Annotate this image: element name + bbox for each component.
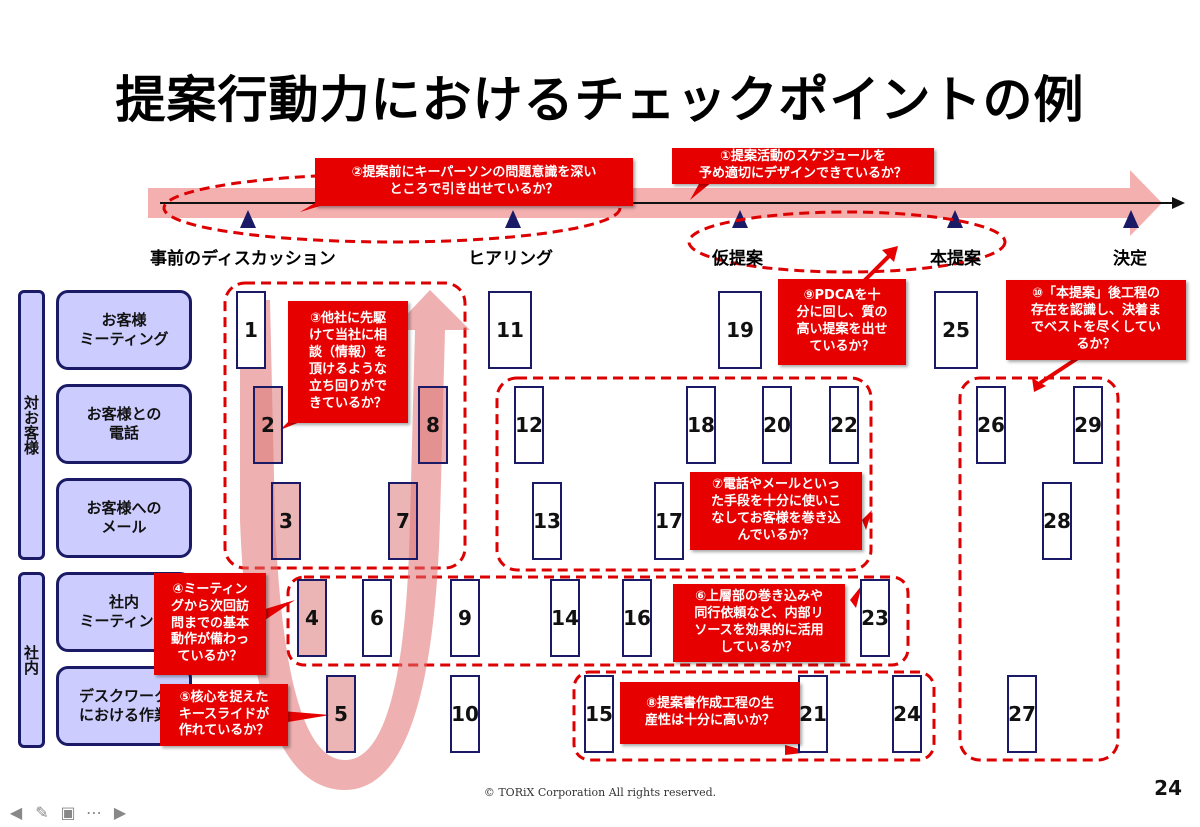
step-cell-16: 16 — [622, 579, 652, 657]
step-cell-11: 11 — [488, 291, 532, 369]
phase-marker-1 — [240, 210, 256, 228]
dashed-box-early-customer — [223, 281, 467, 570]
cycle-arrow-shape — [240, 290, 470, 790]
slide-navigation: ◀ ✎ ▣ ⋯ ▶ — [6, 802, 130, 822]
pen-icon[interactable]: ✎ — [35, 802, 49, 822]
step-cell-3: 3 — [271, 482, 301, 560]
phase-marker-2 — [505, 210, 521, 228]
phase-label-tentative: 仮提案 — [712, 249, 763, 269]
callout-3: ③他社に先駆 けて当社に相 談（情報）を 頂けるような 立ち回りがで きているか… — [288, 301, 408, 423]
callout-2: ②提案前にキーパーソンの問題意識を深い ところで引き出せているか？ — [315, 158, 633, 206]
step-cell-27: 27 — [1007, 675, 1037, 753]
page-title: 提案行動力におけるチェックポイントの例 — [115, 71, 1085, 129]
callout-6: ⑥上層部の巻き込みや 同行依頼など、内部リ ソースを効果的に活用 しているか？ — [673, 584, 845, 662]
callout-1: ①提案活動のスケジュールを 予め適切にデザインできているか？ — [672, 148, 934, 184]
callout-9: ⑨PDCAを十 分に回し、質の 高い提案を出せ ているか？ — [778, 279, 906, 365]
step-cell-8: 8 — [418, 386, 448, 464]
callout-pointer-9-head — [882, 246, 898, 262]
step-cell-19: 19 — [718, 291, 762, 369]
arrow-left-icon[interactable]: ◀ — [9, 802, 23, 822]
callout-5: ⑤核心を捉えた キースライドが 作れているか？ — [160, 684, 288, 746]
callout-pointer-1 — [690, 182, 712, 200]
step-cell-13: 13 — [532, 482, 562, 560]
step-cell-18: 18 — [686, 386, 716, 464]
callout-4: ④ミーティン グから次回訪 問までの基本 動作が備わっ ているか？ — [154, 573, 266, 675]
phase-label-decision: 決定 — [1113, 249, 1147, 269]
step-cell-10: 10 — [450, 675, 480, 753]
dashed-box-internal-meeting — [286, 575, 910, 667]
step-cell-24: 24 — [892, 675, 922, 753]
arrow-right-icon[interactable]: ▶ — [113, 802, 127, 822]
step-cell-1: 1 — [236, 291, 266, 369]
callout-pointer-4 — [262, 600, 295, 622]
callout-pointer-6 — [850, 585, 862, 608]
group-label-internal: 社内 — [18, 572, 45, 748]
step-cell-28: 28 — [1042, 482, 1072, 560]
step-cell-4: 4 — [297, 579, 327, 657]
phase-marker-5 — [1123, 210, 1139, 228]
group-label-customer: 対お客様 — [18, 290, 45, 560]
step-cell-17: 17 — [654, 482, 684, 560]
callout-pointer-7 — [862, 510, 872, 530]
copyright-text: © TORiX Corporation All rights reserved. — [483, 786, 717, 799]
slides-icon[interactable]: ▣ — [60, 802, 76, 822]
phase-label-final: 本提案 — [930, 249, 981, 269]
step-cell-7: 7 — [388, 482, 418, 560]
timeline-axis-arrowhead — [1172, 197, 1185, 209]
phase-label-hearing: ヒアリング — [468, 249, 553, 269]
dashed-box-desk-work — [572, 670, 936, 762]
row-label-customer-meeting: お客様 ミーティング — [56, 290, 192, 370]
step-cell-26: 26 — [976, 386, 1006, 464]
step-cell-15: 15 — [584, 675, 614, 753]
step-cell-2: 2 — [253, 386, 283, 464]
callout-10: ⑩「本提案」後工程の 存在を認識し、決着ま でベストを尽くしてい るか？ — [1006, 280, 1186, 360]
step-cell-29: 29 — [1073, 386, 1103, 464]
callout-pointer-10-head — [1032, 378, 1046, 392]
step-cell-6: 6 — [362, 579, 392, 657]
step-cell-25: 25 — [934, 291, 978, 369]
row-label-customer-phone: お客様との 電話 — [56, 384, 192, 464]
step-cell-12: 12 — [514, 386, 544, 464]
step-cell-9: 9 — [450, 579, 480, 657]
page-number: 24 — [1154, 776, 1182, 800]
step-cell-20: 20 — [762, 386, 792, 464]
step-cell-14: 14 — [550, 579, 580, 657]
step-cell-21: 21 — [798, 675, 828, 753]
phase-label-discussion: 事前のディスカッション — [150, 249, 336, 269]
dashed-ellipse-proposals — [687, 210, 1007, 274]
step-cell-22: 22 — [829, 386, 859, 464]
dashed-box-phone-mail — [495, 376, 873, 572]
row-label-customer-mail: お客様への メール — [56, 478, 192, 558]
more-icon[interactable]: ⋯ — [86, 802, 102, 822]
phase-marker-4 — [947, 210, 963, 228]
callout-8: ⑧提案書作成工程の生 産性は十分に高いか？ — [620, 682, 800, 744]
step-cell-23: 23 — [860, 579, 890, 657]
step-cell-5: 5 — [326, 675, 356, 753]
dashed-box-post-proposal — [958, 376, 1120, 762]
callout-7: ⑦電話やメールといっ た手段を十分に使いこ なしてお客様を巻き込 んでいるか？ — [690, 472, 862, 550]
